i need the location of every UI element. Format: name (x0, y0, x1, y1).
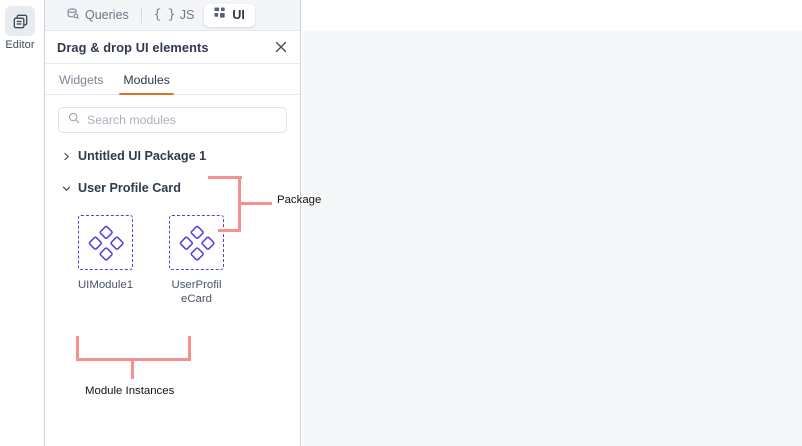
package-bracket-stem (240, 202, 272, 205)
package-bracket-top (208, 176, 242, 179)
annotation-package-label: Package (277, 194, 322, 206)
module-instance-label: UIModule1 (77, 279, 134, 291)
search-icon (68, 111, 80, 129)
editor-tabbar: Queries { } JS UI (45, 0, 300, 31)
module-instances-grid: UIModule1 UserProfileCard (45, 201, 300, 306)
chevron-down-icon (62, 185, 71, 191)
search-modules-box[interactable] (58, 107, 287, 133)
instances-bracket-left (76, 336, 79, 361)
panel-title: Drag & drop UI elements (57, 39, 209, 55)
chevron-right-icon (64, 152, 69, 160)
package-bracket-bottom (218, 229, 241, 232)
instances-bracket-stem (131, 358, 134, 379)
tab-queries-label: Queries (85, 7, 129, 22)
tree-item-untitled-ui-package-1[interactable]: Untitled UI Package 1 (45, 143, 300, 169)
curly-braces-icon: { } (153, 8, 176, 22)
module-tree: Untitled UI Package 1 User Profile Card (45, 133, 300, 201)
editor-copy-icon (5, 6, 35, 36)
tab-ui[interactable]: UI (204, 3, 255, 27)
tab-js[interactable]: { } JS (144, 4, 205, 27)
tab-modules[interactable]: Modules (113, 72, 179, 96)
instances-bracket-right (188, 336, 191, 361)
annotation-module-instances-label: Module Instances (85, 385, 175, 397)
search-container (45, 95, 300, 133)
panel-header: Drag & drop UI elements (45, 31, 300, 64)
package-bracket-spine (238, 176, 241, 232)
rail-item-label: Editor (5, 39, 35, 51)
tab-modules-label: Modules (123, 72, 170, 87)
database-query-icon (66, 7, 80, 24)
ui-panel: Queries { } JS UI (44, 0, 301, 446)
tab-ui-label: UI (232, 7, 245, 22)
app-canvas[interactable] (302, 31, 802, 446)
left-rail: Editor (0, 0, 40, 446)
panel-tabs: Widgets Modules (45, 64, 300, 96)
tab-queries[interactable]: Queries (56, 4, 139, 27)
grid-squares-icon (214, 7, 227, 23)
tree-item-label: User Profile Card (78, 181, 181, 195)
tab-divider (140, 7, 142, 23)
module-instance-label: UserProfileCard (171, 279, 222, 305)
four-diamonds-module-icon (169, 215, 224, 270)
four-diamonds-module-icon (78, 215, 133, 270)
rail-item-editor[interactable]: Editor (1, 6, 39, 51)
tree-item-user-profile-card[interactable]: User Profile Card (45, 169, 300, 201)
tree-item-label: Untitled UI Package 1 (78, 149, 207, 163)
module-instance-uimodule1[interactable]: UIModule1 (67, 215, 144, 306)
canvas-top-strip (302, 0, 802, 31)
search-input[interactable] (87, 113, 277, 127)
module-instance-userprofilecard[interactable]: UserProfileCard (158, 215, 235, 306)
tab-widgets[interactable]: Widgets (49, 74, 113, 94)
tab-widgets-label: Widgets (59, 72, 104, 87)
tab-js-label: JS (179, 7, 195, 22)
close-icon[interactable] (273, 39, 289, 55)
